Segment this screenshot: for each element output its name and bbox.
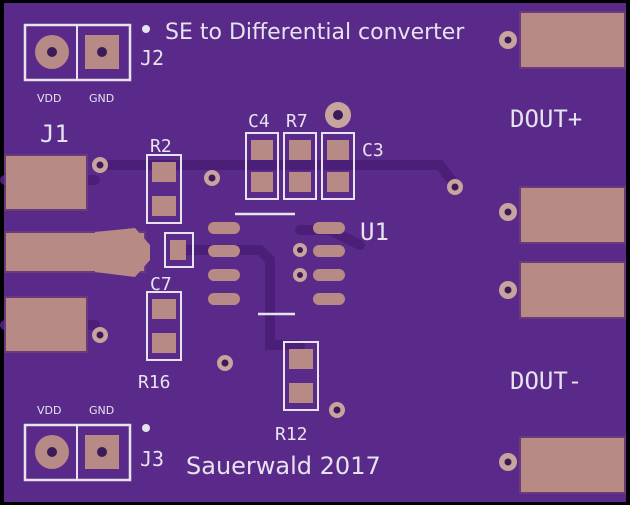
- dout-minus-pad-top: [519, 261, 626, 319]
- r7-outline: [283, 132, 317, 200]
- c-input-outline: [164, 232, 194, 268]
- via-5-hole: [221, 359, 229, 367]
- dout-minus-pad-bottom: [519, 436, 626, 494]
- misc-vias: [204, 170, 463, 418]
- via-out-3-hole: [504, 286, 512, 294]
- label-r2: R2: [150, 136, 172, 157]
- j2-pin-vdd-hole: [47, 47, 57, 57]
- label-c4: C4: [248, 111, 270, 132]
- c3-pad-1: [327, 140, 349, 160]
- via-out-4-hole: [504, 458, 512, 466]
- via-out-1-hole: [504, 36, 512, 44]
- c3-outline: [321, 132, 355, 200]
- j3-pin-gnd-hole: [97, 447, 107, 457]
- u1-pin-3: [208, 269, 240, 281]
- c7-pad-2: [152, 333, 176, 353]
- c7-outline: [146, 291, 182, 361]
- j2-pin-gnd-hole: [97, 47, 107, 57]
- j3-pin1-marker: [142, 424, 150, 432]
- u1-pads-left: [208, 222, 240, 305]
- u1-pin-7: [313, 245, 345, 257]
- j1-via-bottom-hole: [96, 331, 104, 339]
- u1-pin-1: [208, 222, 240, 234]
- via-c3-top-hole: [333, 110, 343, 120]
- r7-pad-2: [289, 172, 311, 192]
- r12-outline: [283, 341, 319, 411]
- c7-pad-1: [152, 299, 176, 319]
- via-2-hole: [451, 183, 459, 191]
- j2-pin1-marker: [142, 25, 150, 33]
- u1-pin-8: [313, 222, 345, 234]
- label-c7: C7: [150, 274, 172, 295]
- dout-plus-pad-bottom: [519, 186, 626, 244]
- c4-pad-1: [251, 140, 273, 160]
- u1-pin-2: [208, 245, 240, 257]
- c3-component: [321, 132, 355, 200]
- j1-connector: [4, 154, 150, 353]
- j3-pin-vdd-hole: [47, 447, 57, 457]
- board-title: SE to Differential converter: [165, 20, 465, 45]
- via-6-hole: [333, 406, 341, 414]
- via-out-2-hole: [504, 208, 512, 216]
- label-j1: J1: [40, 120, 69, 148]
- via-3-hole: [297, 247, 303, 253]
- c-input-pad: [170, 240, 186, 260]
- output-vias: [499, 31, 517, 471]
- label-j2-vdd: VDD: [37, 92, 61, 105]
- r12-pad-2: [289, 383, 313, 403]
- u1-component: [208, 212, 345, 316]
- r7-component: [283, 132, 317, 200]
- j1-pad-top: [4, 154, 88, 211]
- dout-plus-pad-top: [519, 11, 626, 69]
- u1-pin-4: [208, 293, 240, 305]
- label-dout-minus: DOUT-: [510, 367, 582, 395]
- c3-pad-2: [327, 172, 349, 192]
- c4-pad-2: [251, 172, 273, 192]
- j1-via-top-hole: [96, 161, 104, 169]
- u1-pin-6: [313, 269, 345, 281]
- r12-pad-1: [289, 349, 313, 369]
- r2-pad-2: [152, 196, 176, 216]
- label-r12: R12: [275, 424, 308, 445]
- j2-header: [23, 23, 150, 82]
- label-j3-gnd: GND: [89, 404, 114, 417]
- board-credit: Sauerwald 2017: [186, 452, 381, 480]
- label-r16: R16: [138, 372, 171, 393]
- label-dout-plus: DOUT+: [510, 105, 582, 133]
- label-j3-vdd: VDD: [37, 404, 61, 417]
- c4-component: [245, 132, 279, 200]
- r2-outline: [146, 154, 182, 224]
- label-u1: U1: [360, 218, 389, 246]
- r2-pad-1: [152, 162, 176, 182]
- r12-component: [283, 341, 319, 411]
- label-j2-gnd: GND: [89, 92, 114, 105]
- u1-pin-5: [313, 293, 345, 305]
- c-input: [164, 232, 194, 268]
- label-r7: R7: [286, 111, 308, 132]
- via-4-hole: [297, 272, 303, 278]
- j1-signal-taper: [95, 228, 150, 277]
- r7-pad-1: [289, 140, 311, 160]
- label-j2: J2: [140, 46, 164, 70]
- label-j3: J3: [140, 447, 164, 471]
- r2-component: [146, 154, 182, 224]
- j3-header: [23, 423, 150, 482]
- output-pads: [499, 11, 626, 494]
- c4-outline: [245, 132, 279, 200]
- label-c3: C3: [362, 140, 384, 161]
- c7-component: [146, 291, 182, 361]
- u1-pads-right: [313, 222, 345, 305]
- via-1-hole: [208, 174, 216, 182]
- j1-pad-bottom: [4, 296, 88, 353]
- trace-top: [95, 160, 460, 190]
